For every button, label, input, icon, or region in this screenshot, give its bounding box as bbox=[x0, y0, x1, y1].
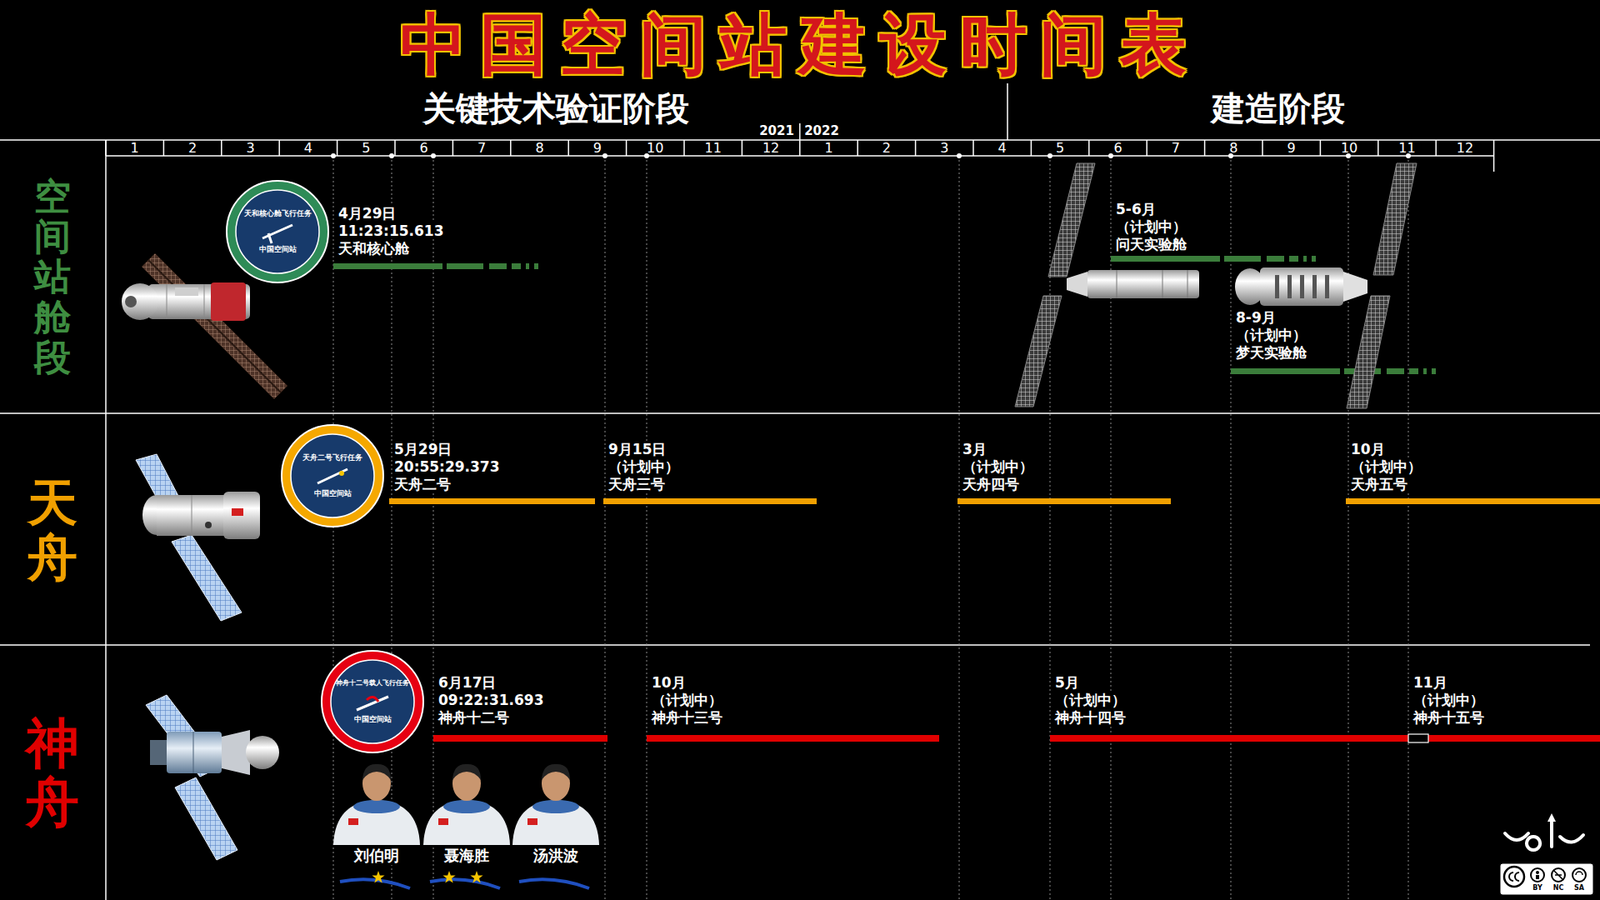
month-number: 6 bbox=[420, 140, 429, 156]
event-text: 09:22:31.693 bbox=[436, 691, 546, 709]
event-text: 5月 bbox=[1053, 674, 1081, 691]
month-number: 1 bbox=[130, 140, 140, 156]
patch-text: 中国空间站 bbox=[354, 715, 392, 725]
license-text: NC bbox=[1553, 884, 1565, 893]
row-title: 天舟 bbox=[27, 475, 78, 585]
event-text: 11月 bbox=[1411, 674, 1450, 691]
license-text: BY bbox=[1532, 884, 1542, 893]
event-text: 神舟十四号 bbox=[1053, 709, 1128, 726]
event-text: 20:55:29.373 bbox=[392, 458, 502, 475]
event-text: 9月15日 bbox=[606, 440, 669, 458]
event-text: （计划中） bbox=[1053, 691, 1128, 709]
patch-text: 中国空间站 bbox=[259, 245, 297, 255]
month-number: 8 bbox=[1229, 140, 1238, 156]
event-text: 问天实验舱 bbox=[1114, 235, 1189, 253]
event-text: 梦天实验舱 bbox=[1234, 344, 1309, 361]
month-number: 9 bbox=[1287, 140, 1296, 156]
astronaut-name: 聂海胜 bbox=[442, 846, 491, 865]
event-text: 天舟二号 bbox=[392, 475, 453, 493]
month-number: 12 bbox=[762, 140, 780, 156]
event-text: 3月 bbox=[960, 440, 989, 458]
month-number: 7 bbox=[477, 140, 486, 156]
event-text: 天舟五号 bbox=[1349, 475, 1410, 493]
year-label: 2021 bbox=[757, 123, 796, 139]
row-band: 神舟 bbox=[0, 646, 105, 900]
event-text: 11:23:15.613 bbox=[336, 222, 446, 240]
month-number: 3 bbox=[940, 140, 949, 156]
patch-text: 神舟十二号载人飞行任务 bbox=[335, 679, 410, 688]
month-number: 6 bbox=[1113, 140, 1122, 156]
month-number: 4 bbox=[998, 140, 1007, 156]
event-text: 神舟十五号 bbox=[1411, 709, 1486, 726]
phase-heading: 关键技术验证阶段 bbox=[422, 88, 690, 129]
month-number: 4 bbox=[304, 140, 313, 156]
month-number: 9 bbox=[593, 140, 602, 156]
year-label: 2022 bbox=[802, 123, 841, 139]
event-text: （计划中） bbox=[1114, 218, 1189, 235]
event-text: （计划中） bbox=[650, 691, 725, 709]
month-number: 10 bbox=[646, 140, 664, 156]
row-band: 天舟 bbox=[0, 415, 105, 645]
month-number: 8 bbox=[535, 140, 544, 156]
event-text: 天舟四号 bbox=[960, 475, 1021, 493]
month-number: 7 bbox=[1171, 140, 1180, 156]
license-text: SA bbox=[1574, 884, 1585, 893]
month-number: 5 bbox=[361, 140, 370, 156]
astronaut-name: 汤洪波 bbox=[531, 846, 580, 865]
month-number: 12 bbox=[1456, 140, 1474, 156]
event-text: （计划中） bbox=[1349, 458, 1424, 475]
row-title: 空间站舱段 bbox=[34, 176, 71, 379]
patch-text: 天舟二号飞行任务 bbox=[302, 453, 363, 463]
event-text: （计划中） bbox=[1411, 691, 1486, 709]
event-text: 8-9月 bbox=[1234, 309, 1278, 326]
event-text: 4月29日 bbox=[336, 205, 399, 222]
event-text: 6月17日 bbox=[436, 674, 499, 691]
month-number: 2 bbox=[882, 140, 891, 156]
phase-heading: 建造阶段 bbox=[1211, 88, 1345, 129]
event-text: 10月 bbox=[650, 674, 688, 691]
event-text: （计划中） bbox=[606, 458, 681, 475]
month-number: 11 bbox=[1398, 140, 1415, 156]
row-title: 神舟 bbox=[25, 714, 80, 832]
month-number: 1 bbox=[824, 140, 833, 156]
row-band: 空间站舱段 bbox=[0, 141, 105, 413]
patch-text: 天和核心舱飞行任务 bbox=[244, 209, 312, 219]
month-number: 10 bbox=[1340, 140, 1358, 156]
event-text: （计划中） bbox=[1234, 326, 1309, 344]
event-text: 5月29日 bbox=[392, 440, 455, 458]
patch-text: 中国空间站 bbox=[314, 489, 352, 499]
page-title: 中国空间站建设时间表 bbox=[0, 5, 1600, 85]
event-text: 5-6月 bbox=[1114, 200, 1158, 218]
event-text: 10月 bbox=[1349, 440, 1387, 458]
astronaut-name: 刘伯明 bbox=[352, 846, 401, 865]
event-text: 天和核心舱 bbox=[336, 240, 411, 257]
month-number: 3 bbox=[245, 140, 255, 156]
event-text: 神舟十三号 bbox=[650, 709, 725, 726]
event-text: 神舟十二号 bbox=[436, 709, 511, 726]
month-number: 5 bbox=[1055, 140, 1065, 156]
month-number: 11 bbox=[705, 140, 722, 156]
event-text: 天舟三号 bbox=[606, 475, 667, 493]
month-number: 2 bbox=[188, 140, 197, 156]
event-text: （计划中） bbox=[960, 458, 1035, 475]
